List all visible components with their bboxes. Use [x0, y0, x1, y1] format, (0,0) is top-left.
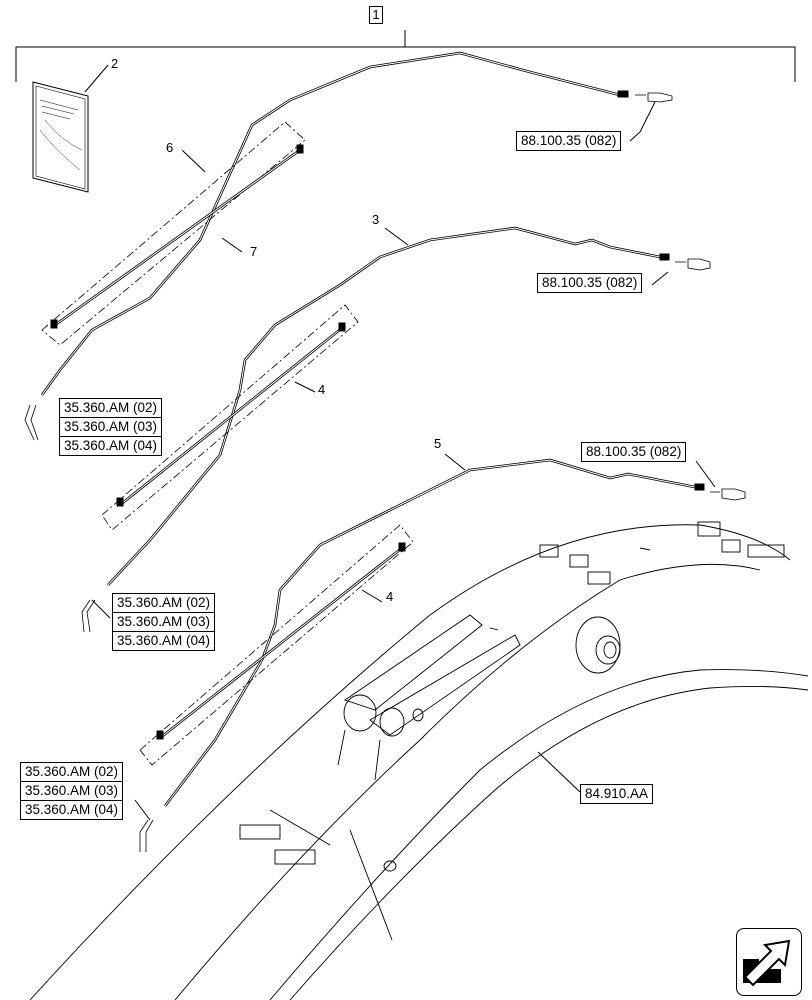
- callout-4a: 4: [318, 382, 326, 397]
- ref-stack-2-row[interactable]: 35.360.AM (02): [112, 593, 216, 613]
- ref-stack-3: 35.360.AM (02) 35.360.AM (03) 35.360.AM …: [20, 762, 124, 820]
- hose-4b-outline: [139, 524, 414, 766]
- callout-5: 5: [434, 436, 442, 451]
- ref-top-right[interactable]: 88.100.35 (082): [516, 131, 622, 151]
- callout-7: 7: [250, 244, 258, 259]
- ref-stack-1-row[interactable]: 35.360.AM (04): [59, 437, 163, 456]
- hose-4a-outline: [101, 304, 359, 531]
- ref-mid-right[interactable]: 88.100.35 (082): [537, 273, 643, 293]
- ref-lower-right[interactable]: 88.100.35 (082): [581, 442, 687, 462]
- leader-2: [84, 64, 109, 93]
- callout-2: 2: [111, 56, 119, 71]
- item-1-label: 1: [369, 6, 383, 24]
- callout-4b: 4: [386, 589, 394, 604]
- ref-stack-2-row[interactable]: 35.360.AM (03): [112, 613, 216, 632]
- callout-6: 6: [166, 140, 174, 155]
- manual-booklet: [32, 81, 89, 193]
- boom-structure: [29, 521, 809, 1000]
- ref-stack-3-row[interactable]: 35.360.AM (04): [20, 801, 124, 820]
- ref-stack-1-row[interactable]: 35.360.AM (02): [59, 398, 163, 418]
- ref-stack-3-row[interactable]: 35.360.AM (02): [20, 762, 124, 782]
- ref-stack-2-row[interactable]: 35.360.AM (04): [112, 632, 216, 651]
- ref-stack-3-row[interactable]: 35.360.AM (03): [20, 782, 124, 801]
- hose-6-outline: [41, 121, 306, 346]
- ref-stack-1: 35.360.AM (02) 35.360.AM (03) 35.360.AM …: [59, 398, 163, 456]
- hose-top: [40, 51, 621, 396]
- hose-5: [163, 458, 701, 807]
- assembly-bracket: [15, 46, 796, 82]
- next-page-arrow-icon[interactable]: [736, 928, 802, 996]
- ref-boom[interactable]: 84.910.AA: [580, 784, 654, 804]
- ref-stack-1-row[interactable]: 35.360.AM (03): [59, 418, 163, 437]
- ref-stack-2: 35.360.AM (02) 35.360.AM (03) 35.360.AM …: [112, 593, 216, 651]
- callout-3: 3: [372, 212, 380, 227]
